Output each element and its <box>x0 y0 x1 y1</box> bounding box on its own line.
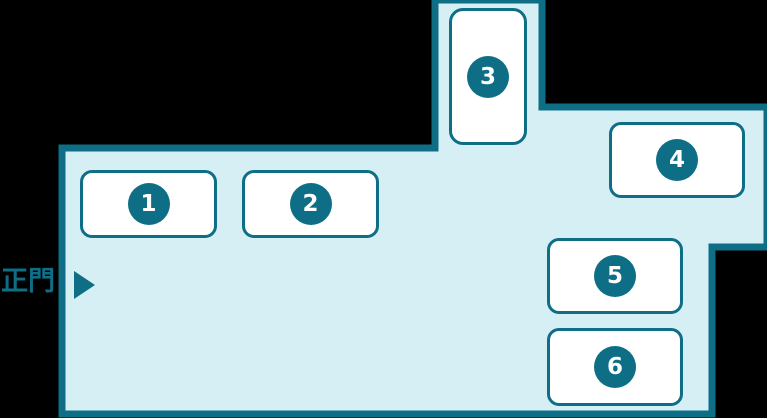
room-marker-1[interactable]: 1 <box>80 170 217 238</box>
room-number-badge: 4 <box>656 139 698 181</box>
room-marker-5[interactable]: 5 <box>547 238 683 314</box>
room-number-badge: 6 <box>594 346 636 388</box>
room-number-badge: 3 <box>467 55 509 98</box>
room-marker-4[interactable]: 4 <box>609 122 745 198</box>
room-number-badge: 1 <box>127 183 170 225</box>
room-marker-2[interactable]: 2 <box>242 170 379 238</box>
room-marker-3[interactable]: 3 <box>449 8 527 145</box>
entrance-arrow-icon <box>74 271 95 299</box>
room-marker-6[interactable]: 6 <box>547 328 683 406</box>
entrance-label: 正門 <box>1 266 55 297</box>
room-number-badge: 2 <box>289 183 332 225</box>
room-number-badge: 5 <box>594 255 636 297</box>
